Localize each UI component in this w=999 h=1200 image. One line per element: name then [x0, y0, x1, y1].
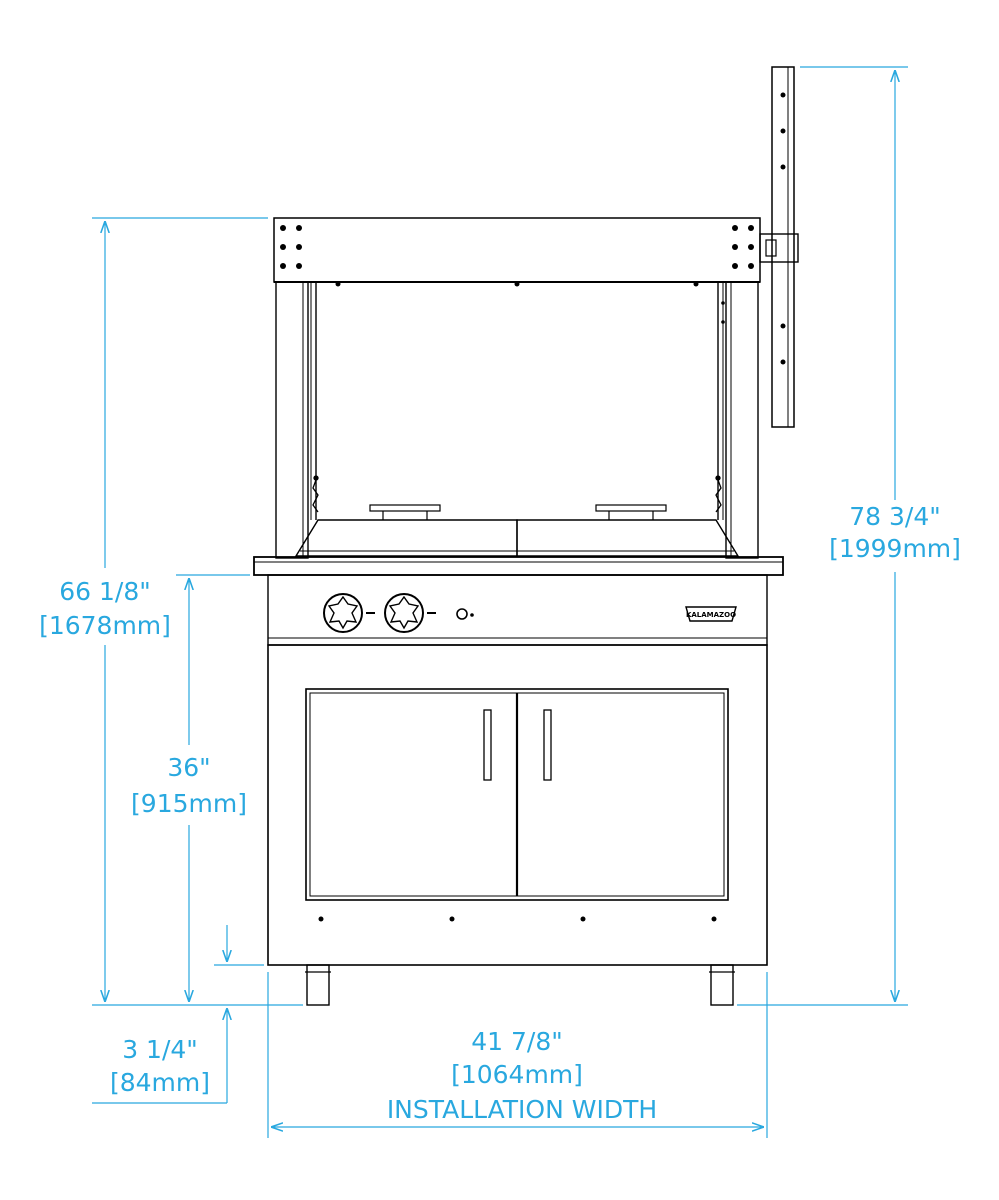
countertop [253, 556, 784, 576]
hood-back-panel [310, 282, 724, 520]
hood-height-imperial: 66 1/8" [59, 577, 151, 606]
hood-height-metric: [1678mm] [39, 611, 171, 640]
cabinet-body [267, 644, 768, 966]
pergola-side-beam [759, 66, 799, 428]
width-metric: [1064mm] [451, 1060, 583, 1089]
left-door-handle [483, 709, 492, 781]
left-post [275, 281, 309, 559]
grill-outline: KALAMAZOO [253, 66, 799, 1006]
beam-bolts [280, 225, 754, 287]
brand-badge: KALAMAZOO [685, 606, 737, 622]
igniter-button [456, 608, 468, 620]
hood-hinges [312, 475, 722, 513]
brand-badge-text: KALAMAZOO [686, 611, 736, 619]
control-panel: KALAMAZOO [267, 574, 768, 646]
right-post [721, 281, 759, 559]
dimension-lines [92, 66, 908, 1138]
hood-top-beam [273, 217, 761, 283]
left-lid-handle [369, 504, 441, 512]
counter-height-imperial: 36" [167, 753, 210, 782]
leg-height-metric: [84mm] [110, 1068, 210, 1097]
right-lid-handle [595, 504, 667, 512]
leg-height-imperial: 3 1/4" [122, 1035, 198, 1064]
overall-height-imperial: 78 3/4" [849, 502, 941, 531]
burner-knob-left [323, 593, 375, 633]
grill-lids [294, 504, 740, 557]
counter-height-metric: [915mm] [131, 789, 247, 818]
width-imperial: 41 7/8" [471, 1027, 563, 1056]
burner-knob-right [384, 593, 436, 633]
overall-height-metric: [1999mm] [829, 534, 961, 563]
legs [305, 964, 735, 1006]
right-door-handle [543, 709, 552, 781]
dimension-labels: 78 3/4" [1999mm] 66 1/8" [1678mm] 36" [9… [39, 502, 961, 1124]
width-caption: INSTALLATION WIDTH [387, 1095, 657, 1124]
